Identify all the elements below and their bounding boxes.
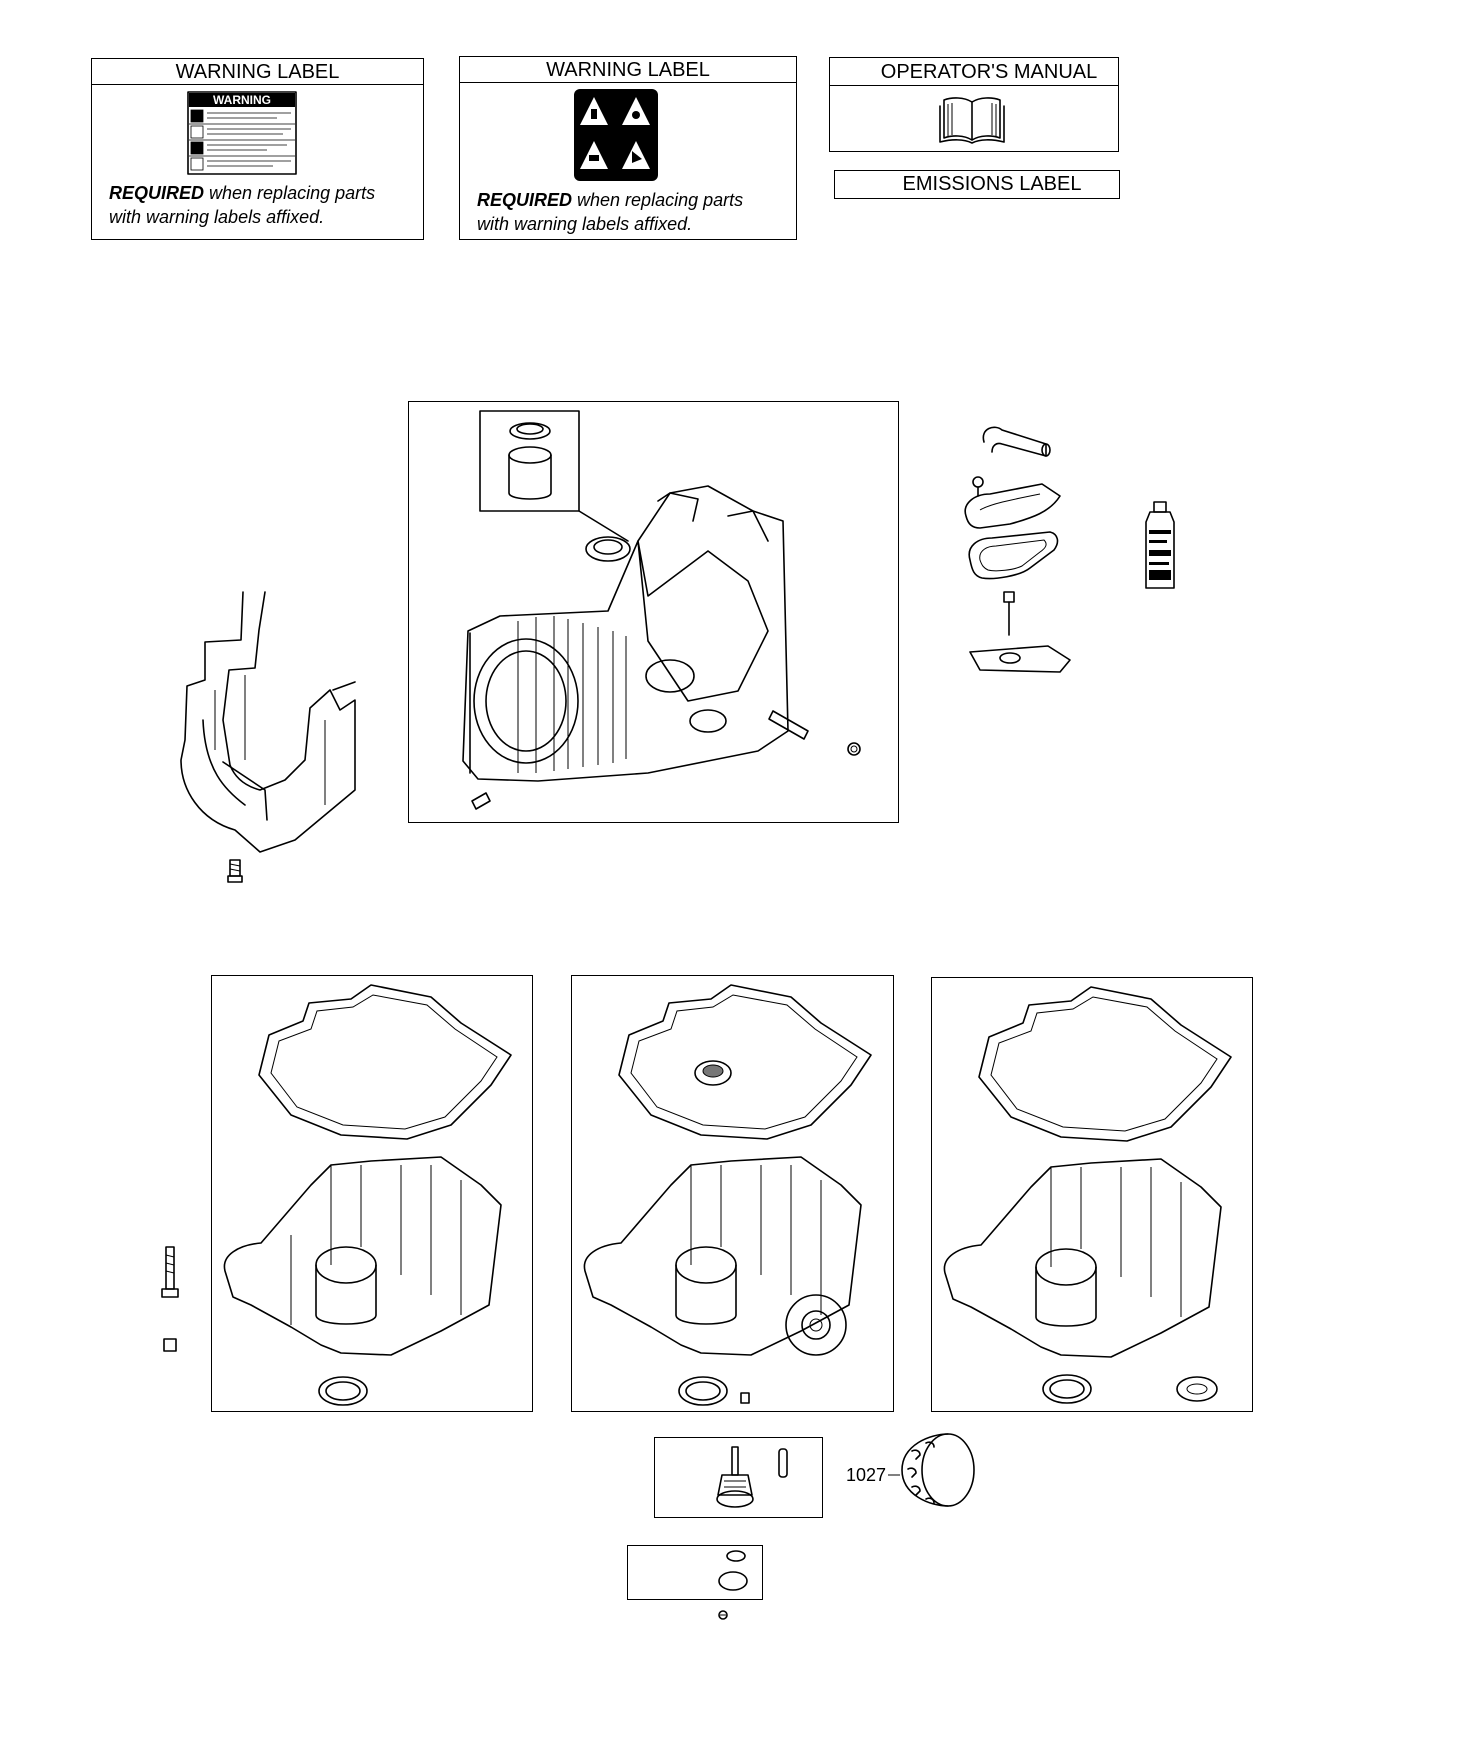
- sump-box-2: [571, 975, 894, 1412]
- oil-filter-drawing: [888, 1433, 975, 1507]
- warning-label-box-1: WARNING LABEL WARNING REQUIRED when repl…: [91, 58, 424, 240]
- warning-decal-icon: WARNING: [187, 91, 297, 175]
- hazard-pictogram-icon: [574, 89, 658, 181]
- decal-heading-text: WARNING: [213, 93, 271, 107]
- governor-parts-drawing: [716, 1446, 788, 1508]
- sump-drawing-3: [943, 986, 1232, 1404]
- sump-box-1: [211, 975, 533, 1412]
- warning-note-2: REQUIRED when replacing parts with warni…: [477, 190, 744, 234]
- emissions-label-box: EMISSIONS LABEL: [834, 170, 1120, 199]
- open-book-icon: [939, 97, 1005, 144]
- warning-label-title-2: WARNING LABEL: [460, 57, 796, 83]
- operators-manual-box: OPERATOR'S MANUAL: [829, 57, 1119, 152]
- warning-label-box-2: WARNING LABEL REQUIRED when replacing pa…: [459, 56, 797, 240]
- sump-drawing-1: [223, 984, 512, 1406]
- sealant-tube-icon: [1145, 501, 1175, 589]
- seal-parts-drawing: [718, 1550, 748, 1620]
- sump-fasteners-1: [161, 1246, 179, 1352]
- operators-manual-title: OPERATOR'S MANUAL: [830, 58, 1118, 86]
- cylinder-block-drawing: [462, 410, 861, 810]
- warning-label-title-1: WARNING LABEL: [92, 59, 423, 85]
- warning-note-1: REQUIRED when replacing parts with warni…: [109, 183, 376, 227]
- sump-drawing-2: [583, 984, 872, 1406]
- blower-housing-drawing: [180, 591, 356, 883]
- emissions-label-title: EMISSIONS LABEL: [902, 173, 1082, 195]
- breather-parts-drawing: [964, 426, 1071, 673]
- oil-filter-callout: 1027: [846, 1465, 887, 1485]
- sump-box-3: [931, 977, 1253, 1412]
- cylinder-block-box: [408, 401, 899, 823]
